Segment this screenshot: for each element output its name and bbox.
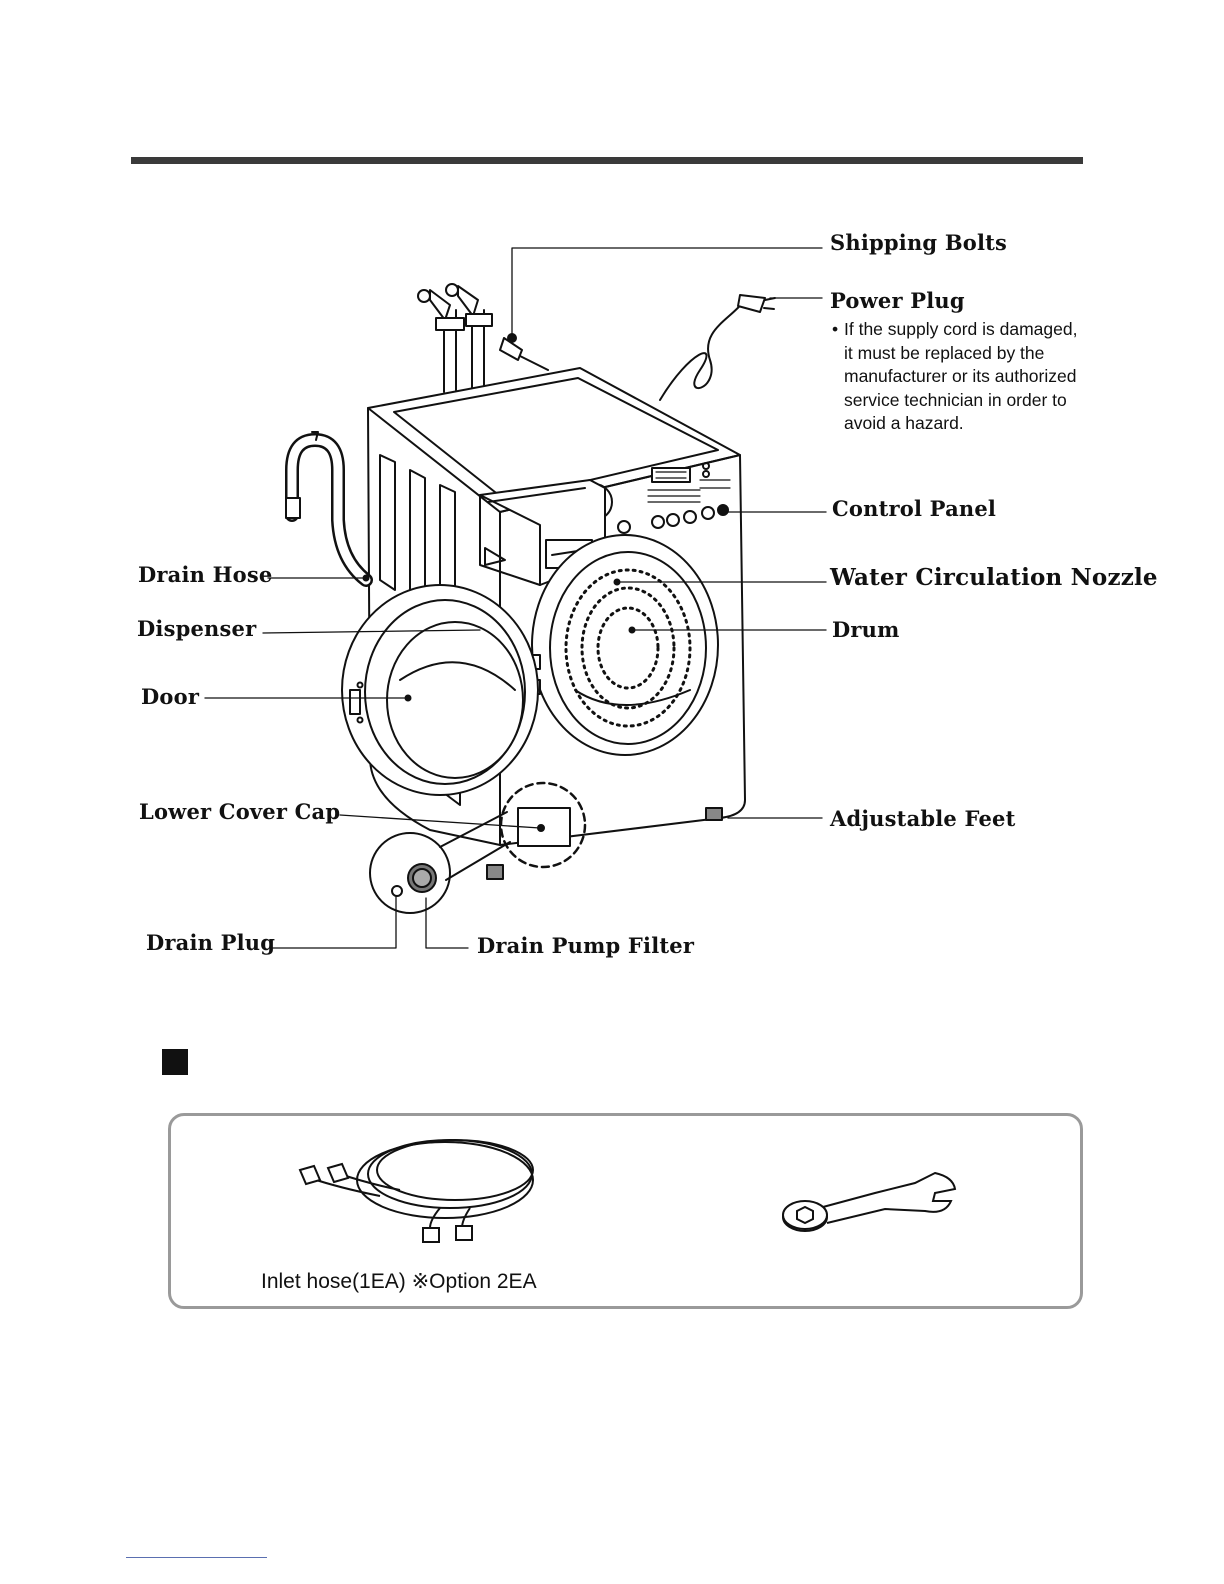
label-door: Door <box>141 684 200 709</box>
accessories-box <box>168 1113 1083 1309</box>
label-adjustable-feet: Adjustable Feet <box>830 806 1016 831</box>
label-water-circulation-nozzle: Water Circulation Nozzle <box>830 564 1158 591</box>
label-drain-plug: Drain Plug <box>146 930 276 955</box>
power-plug-note: •If the supply cord is damaged, it must … <box>832 318 1092 436</box>
washing-machine-illustration <box>285 283 776 914</box>
label-control-panel: Control Panel <box>832 496 997 521</box>
spanner-icon <box>782 1171 957 1232</box>
inlet-hose-icon <box>298 1139 534 1243</box>
section-header-bar <box>131 157 1083 164</box>
section-marker-square <box>162 1049 188 1075</box>
label-power-plug: Power Plug <box>830 288 965 313</box>
note-line: If the supply cord is damaged, <box>844 319 1078 339</box>
note-line: it must be replaced by the <box>844 342 1045 363</box>
leader-lines <box>204 247 827 949</box>
note-line: manufacturer or its authorized <box>844 366 1077 386</box>
label-drum: Drum <box>832 617 900 642</box>
label-drain-hose: Drain Hose <box>138 562 273 587</box>
footer-rule <box>126 1557 267 1558</box>
note-line: avoid a hazard. <box>844 413 964 433</box>
inlet-hose-label: Inlet hose(1EA) ※Option 2EA <box>261 1270 537 1293</box>
label-dispenser: Dispenser <box>137 616 257 641</box>
label-lower-cover-cap: Lower Cover Cap <box>139 799 341 824</box>
label-shipping-bolts: Shipping Bolts <box>830 230 1008 255</box>
washing-machine-diagram <box>204 247 827 949</box>
note-bullet: • <box>832 319 839 339</box>
note-line: service technician in order to <box>844 389 1067 410</box>
label-drain-pump-filter: Drain Pump Filter <box>477 933 695 958</box>
